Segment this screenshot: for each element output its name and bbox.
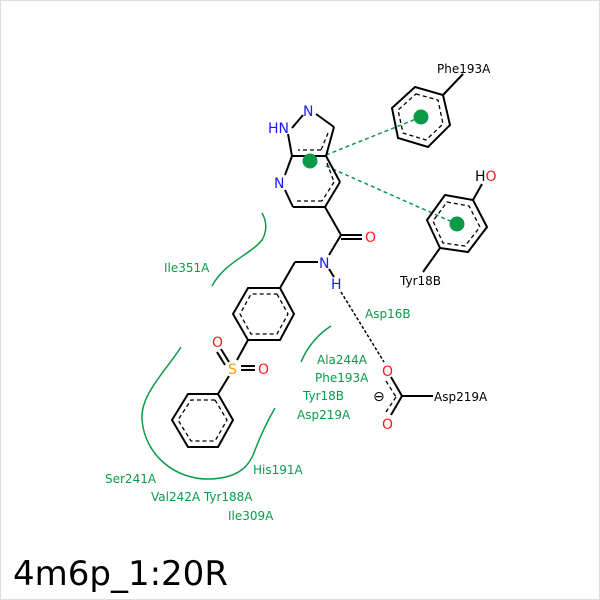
atom-o-sulfonyl-2: O [258, 362, 269, 378]
hydrophobic-label-val242a-tyr188a: Val242A Tyr188A [151, 490, 253, 504]
atom-n-pyridine: N [274, 176, 284, 192]
hydrophobic-label-asp219a: Asp219A [297, 408, 351, 422]
pi-stacking-line-tyr18b [325, 165, 458, 225]
asp219a-o1: O [382, 364, 393, 380]
atom-h-amide: H [331, 277, 342, 293]
negative-charge-icon: ⊖ [373, 389, 385, 405]
hydrophobic-arc-ala244a [300, 325, 332, 363]
residue-label-asp219a: Asp219A [434, 390, 488, 404]
hydrophobic-label-his191a: His191A [253, 463, 304, 477]
diagram-title: 4m6p_1:20R [13, 554, 228, 594]
hydrophobic-arc-ser241a [141, 346, 276, 480]
hydrophobic-arc-ile351a [211, 212, 267, 287]
hydrophobic-label-ala244a: Ala244A [317, 353, 368, 367]
pi-stacking-line-phe193a [325, 116, 422, 156]
asp219a-carboxylate [385, 376, 433, 416]
pi-centroid-tyr18b [449, 216, 465, 232]
tyr18b-ring [422, 183, 489, 273]
ligand-core [170, 113, 362, 448]
atom-n1: N [303, 104, 313, 120]
pi-centroid-phe193a [413, 109, 429, 125]
residue-label-tyr18b: Tyr18B [399, 274, 441, 288]
residue-label-phe193a: Phe193A [437, 62, 491, 76]
pi-centroid-ligand [302, 153, 318, 169]
atom-o-carbonyl: O [365, 230, 376, 246]
hydrophobic-label-ile309a: Ile309A [228, 509, 274, 523]
hydrophobic-label-phe193a: Phe193A [315, 371, 369, 385]
hydrophobic-label-ile351a: Ile351A [164, 261, 210, 275]
hydrophobic-label-asp16b: Asp16B [365, 307, 411, 321]
atom-hn: HN [268, 121, 289, 137]
hydrogen-bond-line [340, 291, 385, 363]
asp219a-o2: O [382, 417, 393, 433]
phe193a-ring [390, 73, 464, 149]
atom-n-amide: N [319, 256, 329, 272]
tyr18b-hydroxyl: HO [475, 169, 497, 185]
hydrophobic-label-ser241a: Ser241A [105, 472, 157, 486]
hydrophobic-label-tyr18b: Tyr18B [302, 389, 344, 403]
atom-o-sulfonyl-1: O [212, 335, 223, 351]
atom-s: S [228, 362, 237, 378]
